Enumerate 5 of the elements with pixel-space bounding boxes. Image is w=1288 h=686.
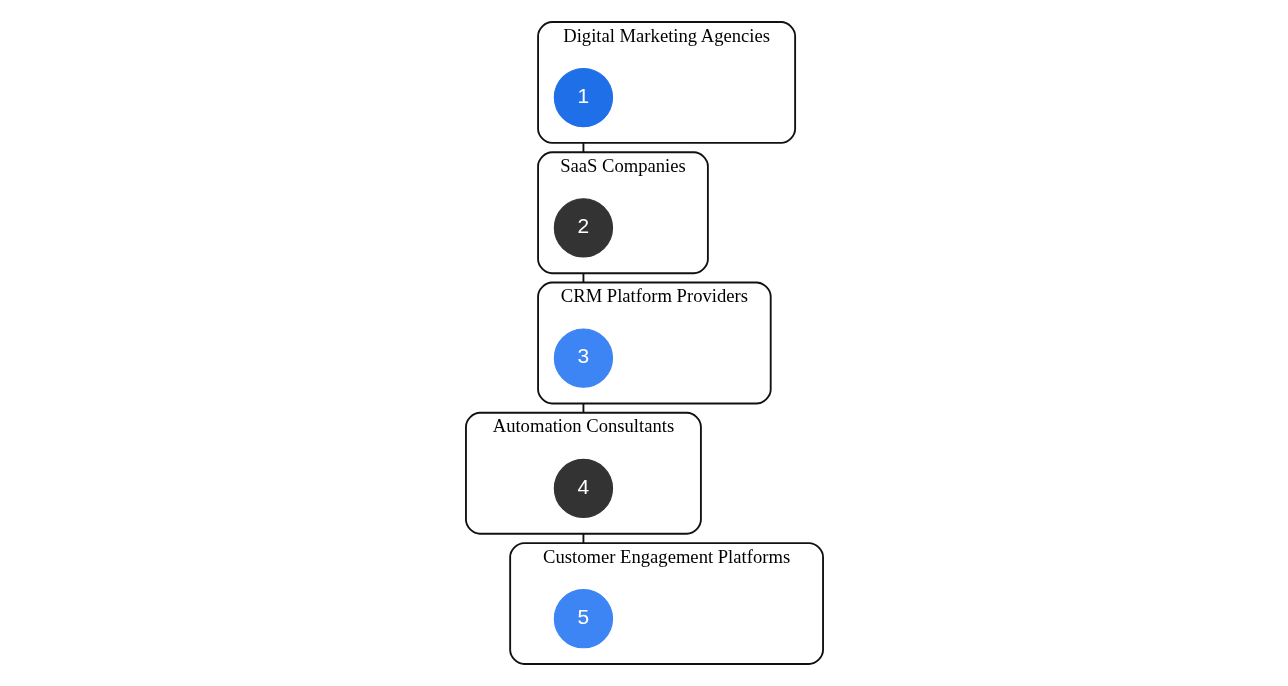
node-circle: 1 [553, 67, 613, 128]
node-circle: 5 [553, 589, 613, 649]
node-circle: 2 [553, 198, 613, 258]
node-circle: 3 [553, 328, 613, 388]
node-circle: 4 [553, 458, 613, 519]
